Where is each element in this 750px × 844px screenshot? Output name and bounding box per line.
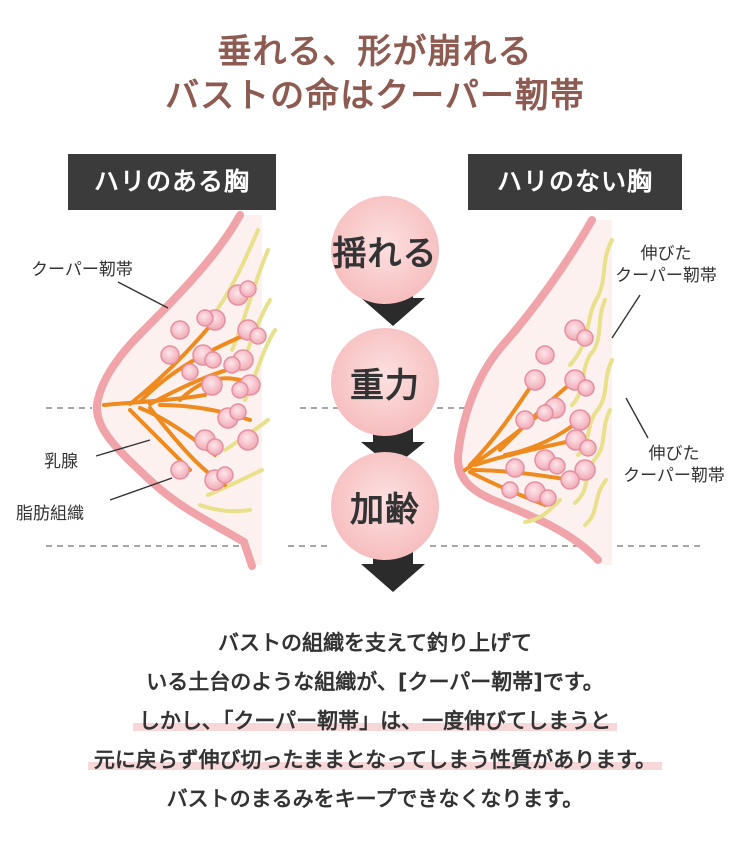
annot-cooper-ligament: クーパー靭帯 [31, 260, 133, 280]
annot-fat-tissue: 脂肪組織 [16, 504, 84, 524]
description-line-4-text: 元に戻らず伸び切ったままとなってしまう性質があります。 [87, 748, 663, 772]
step-gravity-label: 重力 [350, 365, 420, 406]
title-line-2: バストの命はクーパー靭帯 [165, 76, 585, 116]
guide-lines [46, 407, 705, 547]
description-line-3-text: しかし、「クーパー靭帯」は、一度伸びてしまうと [132, 709, 618, 733]
annot-stretched-top-line-1: 伸びた [640, 244, 692, 264]
annot-stretched-ligament-top: 伸びた クーパー靭帯 [596, 243, 736, 287]
description-line-1-text: バストの組織を支えて釣り上げて [218, 631, 532, 655]
description-line-1: バストの組織を支えて釣り上げて [0, 624, 750, 663]
step-aging-label: 加齢 [350, 489, 420, 530]
annot-stretched-top-line-2: クーパー靭帯 [615, 266, 717, 286]
step-aging: 加齢 [331, 452, 439, 560]
label-firm-breast: ハリのある胸 [68, 154, 276, 210]
description-line-2: いる土台のような組織が、[クーパー靭帯]です。 [0, 663, 750, 702]
title-line-1: 垂れる、形が崩れる [217, 32, 533, 72]
description-line-2-text: いる土台のような組織が、[クーパー靭帯]です。 [146, 670, 604, 694]
description: バストの組織を支えて釣り上げて いる土台のような組織が、[クーパー靭帯]です。 … [0, 624, 750, 819]
step-shake: 揺れる [331, 196, 439, 304]
description-line-5: バストのまるみをキープできなくなります。 [0, 780, 750, 819]
step-shake-label: 揺れる [332, 233, 438, 274]
description-line-4: 元に戻らず伸び切ったままとなってしまう性質があります。 [0, 741, 750, 780]
annot-stretched-bottom-line-1: 伸びた [648, 444, 700, 464]
annot-stretched-bottom-line-2: クーパー靭帯 [623, 466, 725, 486]
annot-stretched-ligament-bottom: 伸びた クーパー靭帯 [604, 443, 744, 487]
annot-mammary-gland: 乳腺 [44, 452, 78, 472]
sagging-breast-illustration [453, 216, 614, 565]
firm-breast-illustration [92, 211, 277, 570]
label-sagging-breast: ハリのない胸 [468, 154, 682, 210]
page-title: 垂れる、形が崩れる バストの命はクーパー靭帯 [0, 30, 750, 118]
description-line-5-text: バストのまるみをキープできなくなります。 [166, 787, 584, 811]
step-gravity: 重力 [331, 328, 439, 436]
description-line-3: しかし、「クーパー靭帯」は、一度伸びてしまうと [0, 702, 750, 741]
